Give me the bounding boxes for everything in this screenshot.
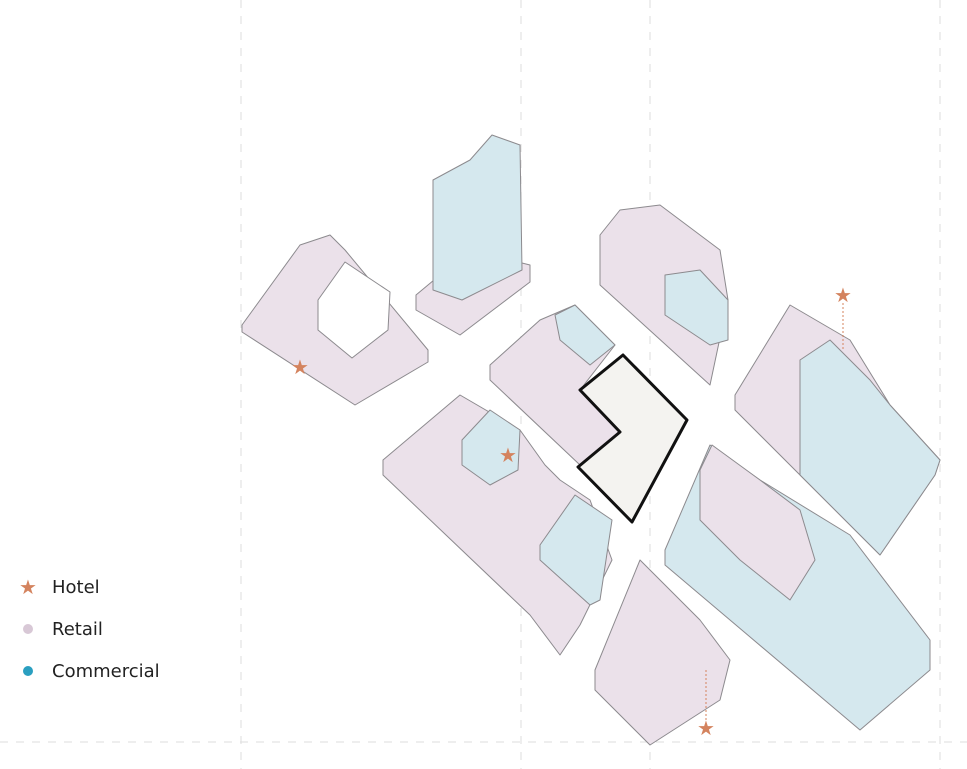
legend-item-commercial: Commercial <box>18 650 160 692</box>
retail-block <box>699 444 816 601</box>
commercial-tower <box>432 134 523 301</box>
commercial-block <box>539 494 613 606</box>
dot-icon <box>23 666 33 676</box>
legend-item-hotel: ★ Hotel <box>18 566 160 608</box>
legend: ★ Hotel Retail Commercial <box>18 566 160 692</box>
project-site <box>576 353 689 524</box>
hotel-star-icon: ★ <box>291 355 309 379</box>
retail-block <box>599 204 729 386</box>
legend-label: Hotel <box>52 576 100 598</box>
hotel-star-icon: ★ <box>834 283 852 307</box>
hotel-star-icon: ★ <box>499 443 517 467</box>
hotel-star-icon: ★ <box>697 716 715 740</box>
legend-label: Commercial <box>52 660 160 682</box>
commercial-block <box>799 339 941 556</box>
white-building <box>317 261 391 359</box>
commercial-block <box>664 269 729 346</box>
legend-label: Retail <box>52 618 103 640</box>
commercial-block <box>461 409 521 486</box>
legend-item-retail: Retail <box>18 608 160 650</box>
dot-icon <box>23 624 33 634</box>
commercial-block <box>554 304 616 366</box>
star-icon: ★ <box>19 575 37 599</box>
retail-block <box>594 559 731 746</box>
